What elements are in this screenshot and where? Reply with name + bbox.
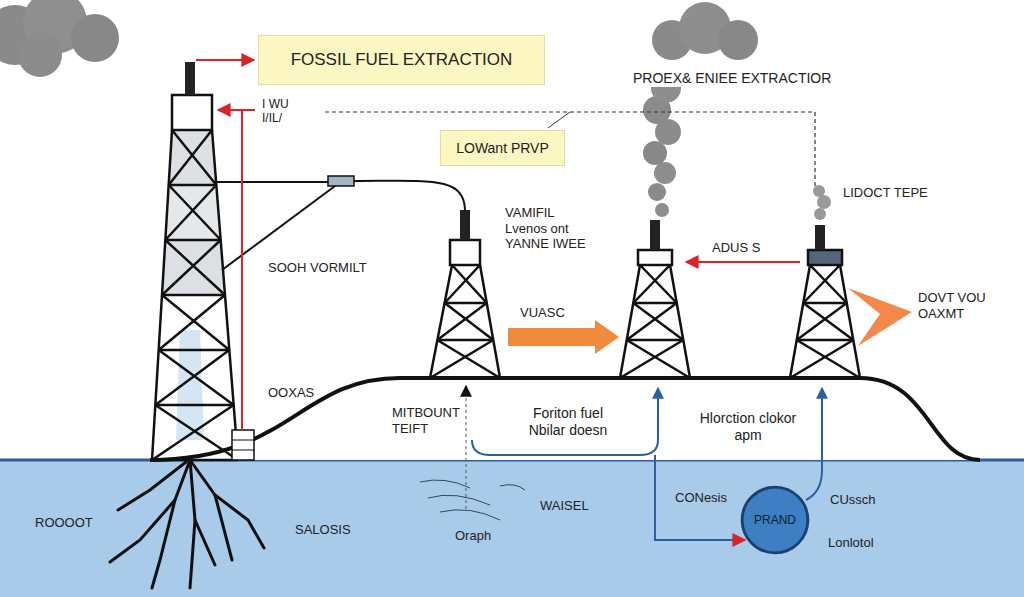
node-text: LOWant PRVP — [456, 140, 549, 157]
node-text: FOSSIL FUEL EXTRACTION — [291, 50, 513, 70]
label-text: Hlorction clokor apm — [698, 410, 798, 444]
smoke-clouds-part — [18, 33, 62, 77]
wires-part — [354, 181, 465, 210]
red-arrows-part — [686, 261, 800, 263]
smoke-clouds-part — [71, 14, 119, 62]
label-text: VAMIFIL Lvenos ont YANNE IWEE — [505, 205, 593, 252]
ground-platform — [150, 378, 980, 460]
wires-part — [548, 112, 570, 128]
label-text: ROOOOT — [35, 515, 93, 531]
label-text: Foriton fuel Nbilar doesn — [518, 405, 618, 439]
label-text: LIDOCT TEPE — [843, 185, 928, 201]
water-part — [0, 460, 1024, 597]
node-text: PRAND — [754, 513, 796, 527]
orange-arrows — [508, 288, 912, 354]
label-text: Oraph — [455, 528, 491, 544]
tower-four-part — [790, 265, 860, 378]
smoke-clouds-part — [655, 203, 669, 217]
wires — [213, 112, 815, 270]
label-text: I WU I/IL/ — [262, 97, 302, 126]
blue-flows-part — [465, 386, 467, 392]
red-arrows-part — [241, 110, 243, 430]
blue-flows-part — [655, 455, 744, 540]
label-text: VUASC — [520, 305, 565, 321]
label-text: ADUS S — [712, 240, 760, 256]
wires-part — [325, 112, 815, 186]
blue-flows-part — [736, 539, 745, 541]
smoke-clouds-part — [813, 185, 825, 197]
note-box: LOWant PRVP — [440, 130, 565, 166]
circle-shape — [742, 487, 808, 553]
tower-main-part — [185, 62, 195, 95]
tower-main — [152, 62, 254, 460]
blue-flows-part — [466, 392, 467, 510]
roots-part — [195, 520, 215, 565]
label-text: OOXAS — [268, 385, 314, 401]
tower-two — [430, 210, 500, 378]
orange-arrows-part — [508, 320, 619, 354]
label-text: WAISEL — [540, 498, 589, 514]
roots-part — [118, 462, 186, 510]
label-text: SOOH VORMILT — [268, 260, 367, 276]
tower-two-part — [450, 240, 480, 265]
smoke-clouds-part — [817, 195, 831, 209]
smoke-clouds-part — [643, 141, 667, 165]
tower-four-part — [790, 265, 860, 378]
tower-three — [620, 220, 690, 378]
roots-part — [152, 500, 175, 588]
tower-two-part — [430, 265, 500, 378]
red-arrows-part — [196, 59, 254, 61]
title-box: FOSSIL FUEL EXTRACTION — [258, 35, 545, 85]
tower-main-part — [152, 130, 238, 460]
label-text: SALOSIS — [295, 522, 351, 538]
tower-two-part — [430, 265, 500, 378]
tower-four — [790, 225, 860, 378]
red-arrows — [196, 60, 800, 430]
tower-main-part — [172, 95, 212, 130]
tower-three-part — [620, 265, 690, 378]
label-text: DOVT VOU OAXMT — [918, 290, 998, 321]
label-text: MITBOUNT TEIFT — [392, 405, 464, 436]
tower-four-part — [815, 225, 825, 250]
roots-part — [110, 460, 190, 562]
smoke-clouds-part — [814, 208, 826, 220]
smoke-clouds — [0, 0, 831, 220]
pump-circle: PRAND — [740, 485, 810, 555]
tower-main-part — [232, 430, 254, 460]
blue-flows — [466, 386, 822, 540]
label-text: Lonlotol — [828, 535, 874, 551]
ground-platform-part — [150, 378, 980, 460]
smoke-clouds-part — [654, 162, 676, 184]
red-arrows-part — [218, 109, 255, 111]
tower-main-part — [232, 440, 254, 450]
tower-two-part — [460, 210, 470, 240]
smoke-clouds-part — [648, 183, 666, 201]
water — [0, 460, 1024, 597]
smoke-clouds-part — [718, 20, 758, 60]
water-part — [420, 480, 525, 520]
wires-part — [328, 176, 354, 186]
wires-part — [213, 181, 328, 183]
blue-flows-part — [806, 388, 822, 500]
roots-part — [190, 460, 264, 548]
roots — [110, 460, 264, 588]
wires-part — [222, 186, 335, 270]
tower-main-part — [152, 130, 238, 460]
tower-three-part — [638, 250, 672, 265]
tower-three-part — [650, 220, 660, 250]
blue-flows-part — [472, 388, 658, 455]
label-text: CUssch — [830, 492, 876, 508]
label-text: CONesis — [675, 490, 727, 506]
tower-three-part — [620, 265, 690, 378]
tower-four-part — [808, 250, 842, 265]
label-text: PROEX& ENIEE EXTRACTIOR — [633, 70, 831, 87]
roots-part — [215, 495, 232, 560]
roots-part — [190, 460, 195, 588]
orange-arrows-part — [848, 288, 912, 346]
